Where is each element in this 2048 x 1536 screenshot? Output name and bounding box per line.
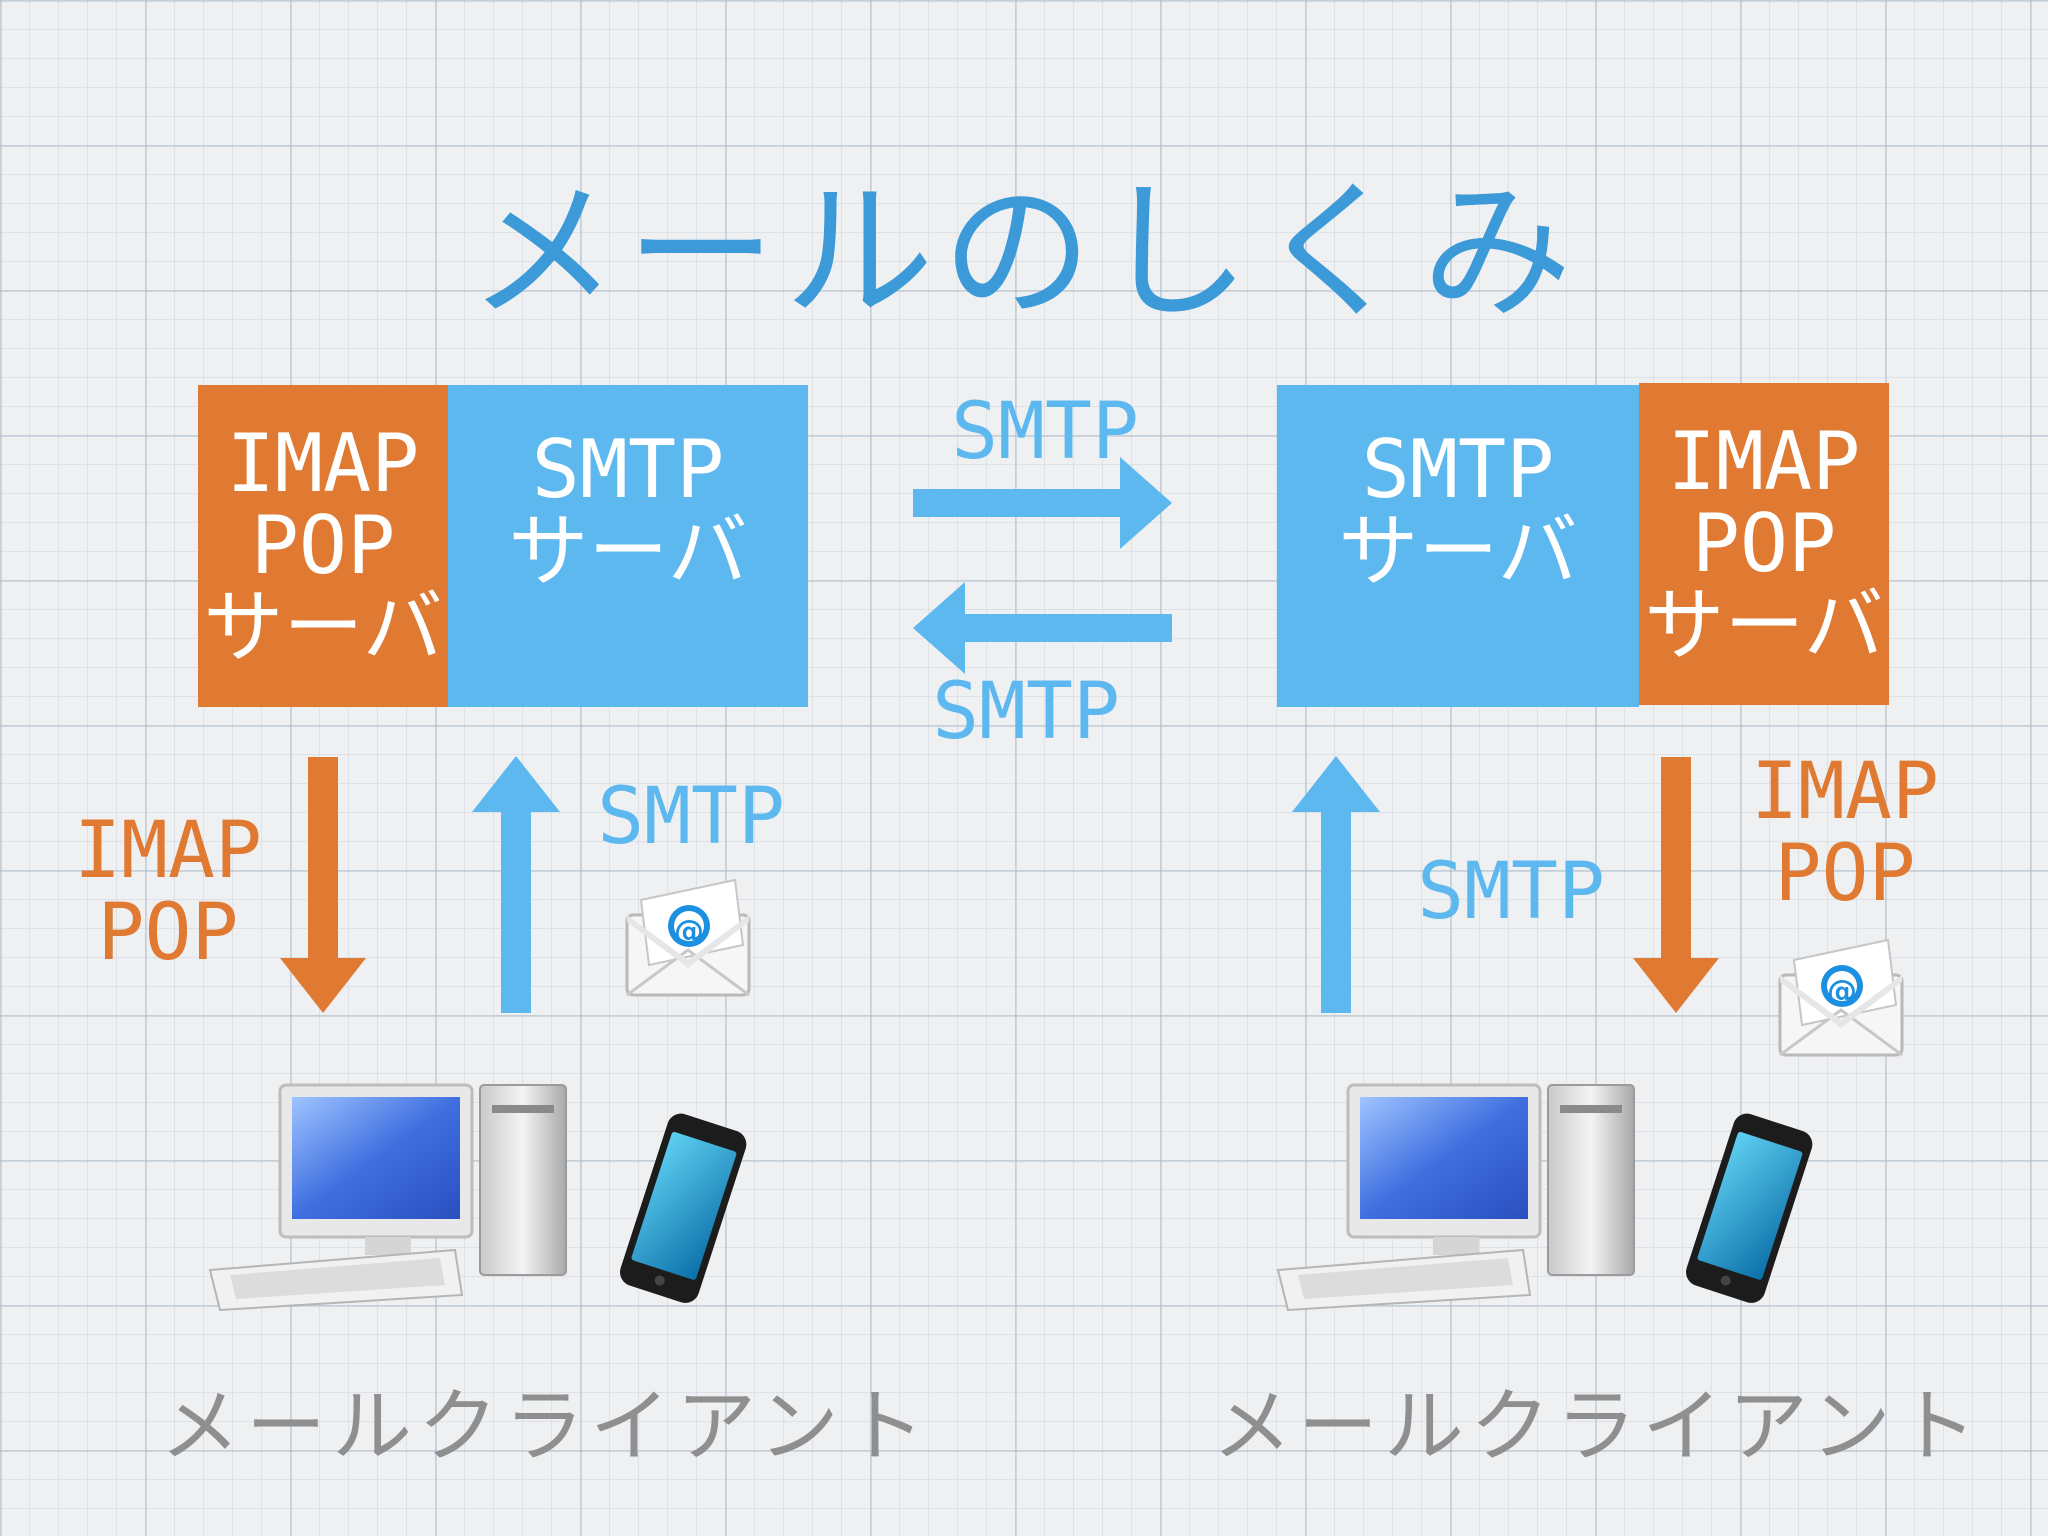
imap-pop-label: IMAP POP [1740, 751, 1950, 915]
smtp-label: SMTP [586, 776, 796, 858]
mail-client-label: メールクライアント [1212, 1362, 1983, 1478]
smtp-arrow-up [472, 756, 560, 1013]
pop-text: POP [63, 892, 273, 974]
imap-text: IMAP [63, 810, 273, 892]
imap-text: IMAP [1740, 751, 1950, 833]
at-symbol: @ [1827, 974, 1857, 1009]
smtp-arrow-up [1292, 756, 1380, 1013]
desktop-computer-icon [210, 1085, 566, 1310]
smtp-label: SMTP [940, 391, 1150, 473]
imap-pop-arrow-down [1633, 757, 1719, 1013]
pop-text: POP [1740, 833, 1950, 915]
at-symbol: @ [674, 914, 704, 949]
smtp-arrow-left [913, 582, 1172, 674]
smartphone-icon [1682, 1110, 1816, 1307]
imap-pop-arrow-down [280, 757, 366, 1013]
desktop-computer-icon [1278, 1085, 1634, 1310]
smtp-label: SMTP [921, 671, 1131, 753]
mail-client-label: メールクライアント [160, 1362, 931, 1478]
imap-pop-label: IMAP POP [63, 810, 273, 974]
smtp-label: SMTP [1406, 851, 1616, 933]
smartphone-icon [616, 1110, 750, 1307]
